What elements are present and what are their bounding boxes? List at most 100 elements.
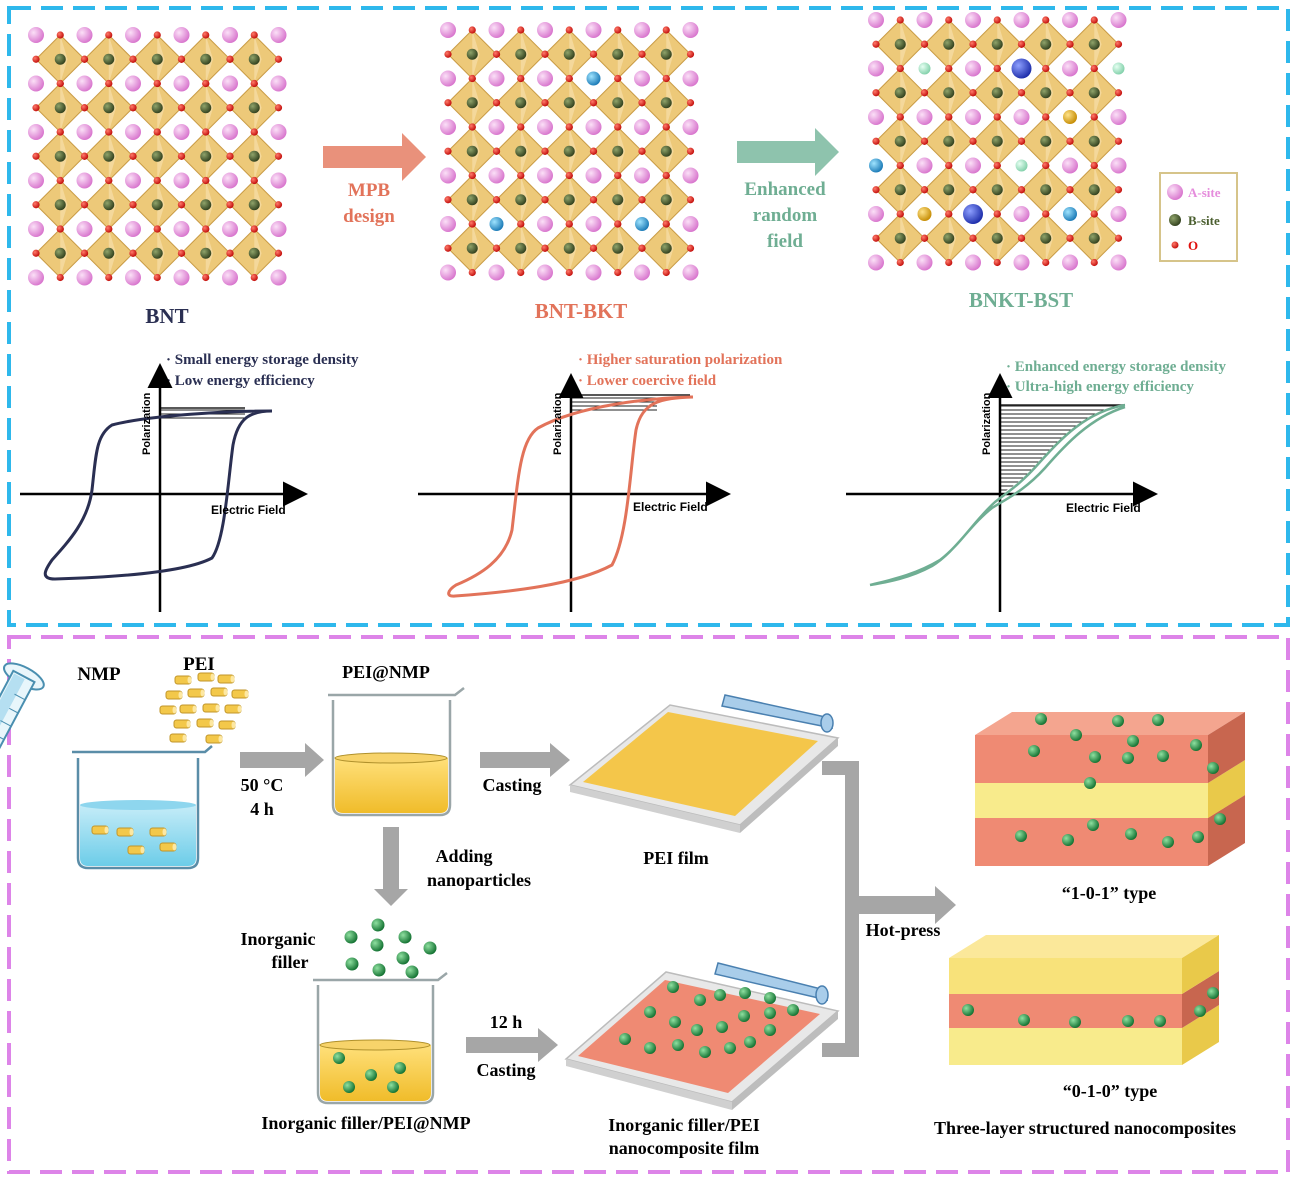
oxygen-atom xyxy=(1042,258,1050,267)
legend-a-site: A-site xyxy=(1188,185,1221,200)
label-hot-press: Hot-press xyxy=(866,920,941,940)
oxygen-atom xyxy=(541,50,549,58)
a-site-atom xyxy=(585,119,602,135)
loop-bnt: · Small energy storage density · Low ene… xyxy=(20,352,359,612)
b-site-atom xyxy=(466,48,478,60)
oxygen-atom xyxy=(896,258,904,267)
oxygen-atom xyxy=(250,273,258,282)
a-site-atom xyxy=(440,119,456,135)
oxygen-atom xyxy=(589,50,598,58)
a-site-atom xyxy=(1013,206,1030,222)
oxygen-atom xyxy=(129,201,137,209)
oxygen-atom xyxy=(969,186,977,194)
a-site-atom xyxy=(440,216,456,232)
nanoparticle xyxy=(1070,729,1082,741)
nanoparticle xyxy=(1214,813,1226,825)
a-site-atom xyxy=(869,158,883,173)
a-site-atom xyxy=(270,172,287,189)
b-site-atom xyxy=(151,247,163,259)
nanoparticle xyxy=(372,963,386,977)
a-site-atom xyxy=(916,157,933,174)
a-site-atom xyxy=(965,157,981,174)
nanoparticle xyxy=(1127,735,1139,747)
pei-pellets xyxy=(159,672,249,744)
a-site-atom xyxy=(537,264,553,281)
b-site-atom xyxy=(894,232,906,244)
oxygen-atom xyxy=(250,128,258,136)
a-site-atom xyxy=(1062,12,1078,28)
a-site-atom xyxy=(965,109,981,125)
oxygen-atom xyxy=(153,128,161,136)
a-site-atom xyxy=(76,172,93,189)
loop-bnt-bkt-curve xyxy=(447,395,694,598)
oxygen-atom xyxy=(250,79,258,88)
oxygen-atom xyxy=(565,74,573,83)
b-site-atom xyxy=(1040,184,1052,196)
oxygen-atom xyxy=(920,89,929,97)
nanoparticle xyxy=(1152,714,1164,726)
oxygen-atom xyxy=(993,210,1001,218)
oxygen-atom xyxy=(202,176,210,185)
pei-pellet-end xyxy=(237,705,242,713)
b-site-atom xyxy=(151,199,163,211)
label-temperature: 50 °C xyxy=(241,775,284,795)
oxygen-atom xyxy=(589,99,598,107)
nanoparticle xyxy=(764,1024,776,1036)
a-site-atom xyxy=(1062,60,1078,77)
arrow-adding xyxy=(374,827,408,906)
oxygen-atom xyxy=(468,123,476,131)
oxygen-atom xyxy=(202,31,210,39)
b-site-atom xyxy=(200,53,212,65)
a-site-atom xyxy=(682,119,699,135)
b-site-atom xyxy=(660,97,672,109)
oxygen-atom xyxy=(32,201,40,209)
oxygen-atom xyxy=(1090,16,1098,24)
b-site-atom xyxy=(563,145,575,157)
oxygen-atom xyxy=(1066,186,1074,194)
oxygen-atom xyxy=(993,64,1001,73)
oxygen-atom xyxy=(444,147,452,155)
b-site-atom xyxy=(660,194,672,206)
oxygen-atom xyxy=(541,99,549,107)
nanoparticle xyxy=(716,1021,728,1033)
label-nano-film-2: nanocomposite film xyxy=(609,1138,760,1158)
nanoparticle xyxy=(667,981,679,993)
b-site-atom xyxy=(1088,87,1100,99)
oxygen-atom xyxy=(177,104,186,112)
oxygen-atom xyxy=(80,201,89,209)
oxygen-atom xyxy=(541,244,549,252)
b-site-atom xyxy=(1040,232,1052,244)
b-site-atom xyxy=(991,135,1003,147)
oxygen-atom xyxy=(920,137,929,145)
oxygen-atom xyxy=(1114,40,1123,48)
oxygen-atom xyxy=(614,26,622,34)
oxygen-atom xyxy=(56,225,64,233)
oxygen-atom xyxy=(250,31,258,39)
oxygen-atom xyxy=(1017,234,1026,242)
oxygen-atom xyxy=(177,55,186,63)
oxygen-atom xyxy=(492,99,501,107)
arrow-random-field xyxy=(737,128,839,176)
stack-1-0-1-particles xyxy=(1015,713,1226,848)
a-site-atom xyxy=(440,167,456,184)
b-site-atom xyxy=(54,53,66,65)
lattice-bnt xyxy=(28,27,287,286)
loop-bnkt-bst-curve xyxy=(869,403,1126,587)
pei-pellet-end xyxy=(186,720,191,728)
oxygen-atom xyxy=(492,196,501,204)
nanoparticle xyxy=(1162,836,1174,848)
oxygen-atom xyxy=(32,152,40,160)
oxygen-atom xyxy=(492,244,501,252)
oxygen-atom xyxy=(614,268,622,277)
oxygen-atom xyxy=(274,152,283,160)
oxygen-atom xyxy=(226,55,234,63)
b-site-atom xyxy=(515,97,527,109)
b-site-atom xyxy=(943,232,955,244)
a-site-atom xyxy=(125,221,141,237)
a-site-atom xyxy=(1013,254,1030,271)
oxygen-atom xyxy=(1017,137,1026,145)
pei-pellet-end xyxy=(210,673,215,681)
b-site-atom xyxy=(894,87,906,99)
oxygen-atom xyxy=(274,55,283,63)
oxygen-atom xyxy=(993,16,1001,24)
